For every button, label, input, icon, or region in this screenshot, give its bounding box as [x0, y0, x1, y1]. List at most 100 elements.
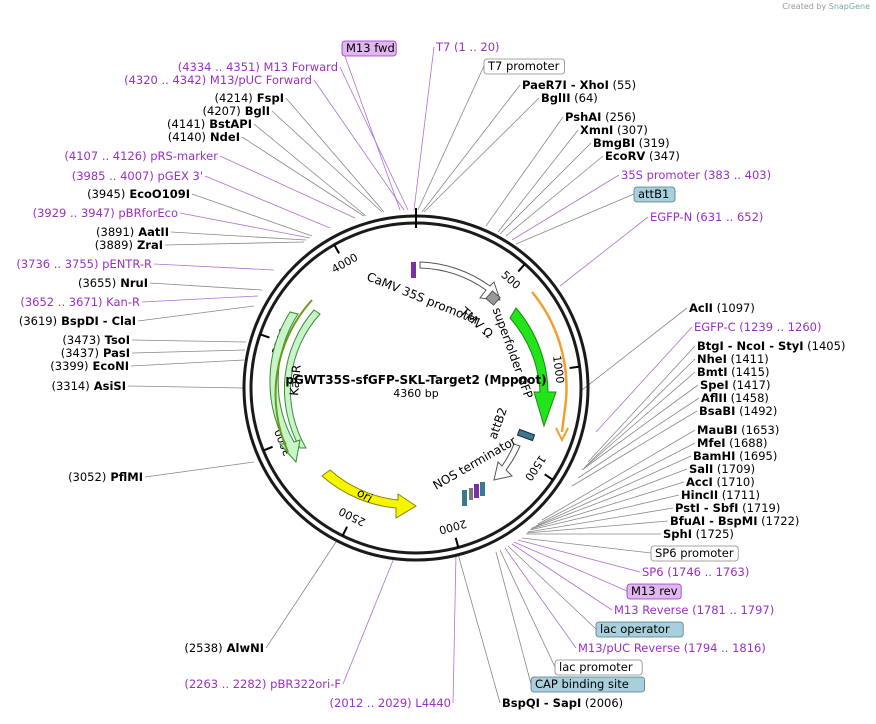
snapgene-credit: Created by SnapGene	[782, 2, 870, 11]
label-tsoi[interactable]: (3473) TsoI	[62, 333, 130, 347]
label-psti[interactable]: PstI - SbfI (1719)	[675, 501, 780, 515]
site-text: SpeI (1417)	[700, 378, 771, 392]
label-acli[interactable]: AclI (1097)	[689, 301, 755, 315]
label-bstapi[interactable]: (4141) BstAPI	[167, 117, 252, 131]
site-part: (3655)	[78, 276, 116, 290]
tick-label: 4000	[329, 251, 360, 276]
label-hincii[interactable]: HincII (1711)	[681, 488, 760, 502]
tick-label: 2500	[337, 504, 368, 528]
label-acci[interactable]: AccI (1710)	[686, 475, 755, 489]
label-attb1[interactable]: attB1	[633, 186, 676, 203]
label-t7prom[interactable]: T7 promoter	[483, 58, 565, 75]
site-text: (4214) FspI	[215, 91, 284, 105]
site-part: BfuAI	[670, 514, 705, 528]
label-ori: ori	[355, 485, 376, 505]
label-p35s[interactable]: 35S promoter (383 .. 403)	[621, 168, 771, 182]
label-bsabi[interactable]: BsaBI (1492)	[699, 404, 777, 418]
feature-attb2[interactable]	[516, 428, 536, 442]
label-xmni[interactable]: XmnI (307)	[580, 123, 648, 137]
site-part: (3399)	[50, 359, 88, 373]
label-m13fwd[interactable]: M13 fwd	[341, 40, 397, 57]
label-sali[interactable]: SalI (1709)	[689, 462, 755, 476]
label-bspqi[interactable]: BspQI - SapI (2006)	[502, 696, 623, 710]
label-bmti[interactable]: BmtI (1415)	[697, 365, 769, 379]
feature-kanr[interactable]	[269, 299, 321, 464]
label-nrui[interactable]: (3655) NruI	[78, 276, 148, 290]
label-btgi[interactable]: BtgI - NcoI - StyI (1405)	[697, 339, 845, 353]
label-aflii[interactable]: AflII (1458)	[701, 391, 769, 405]
label-ecorv[interactable]: EcoRV (347)	[605, 149, 680, 163]
label-m13pucrev[interactable]: M13/pUC Reverse (1794 .. 1816)	[578, 641, 766, 655]
label-lacprom[interactable]: lac promoter	[554, 659, 643, 676]
site-text: NheI (1411)	[697, 352, 769, 366]
label-maubi[interactable]: MauBI (1653)	[697, 423, 779, 437]
label-box	[483, 58, 565, 75]
feature-egfp-arc	[531, 291, 569, 443]
primer-part: (3929 .. 3947)	[33, 206, 115, 220]
label-bglii[interactable]: BglII (64)	[541, 91, 598, 105]
label-fspi[interactable]: (4214) FspI	[215, 91, 284, 105]
label-pbr322[interactable]: (2263 .. 2282) pBR322ori-F	[184, 677, 341, 691]
label-alwni[interactable]: (2538) AlwNI	[184, 641, 264, 655]
label-mfei[interactable]: MfeI (1688)	[697, 436, 767, 450]
label-l4440[interactable]: (2012 .. 2029) L4440	[330, 696, 451, 710]
label-aatii[interactable]: (3891) AatII	[96, 225, 169, 239]
site-part: (3889)	[95, 238, 133, 252]
site-part: (1653)	[737, 423, 779, 437]
label-sp6prom[interactable]: SP6 promoter	[650, 545, 739, 562]
label-econi[interactable]: (3399) EcoNI	[50, 359, 129, 373]
feature-superfolder-gfp[interactable]	[509, 307, 557, 428]
label-bfuai[interactable]: BfuAI - BspMI (1722)	[670, 514, 799, 528]
tick-500	[517, 263, 526, 273]
label-eco109[interactable]: (3945) EcoO109I	[87, 187, 190, 201]
label-nhei[interactable]: NheI (1411)	[697, 352, 769, 366]
label-pshai[interactable]: PshAI (256)	[565, 110, 636, 124]
label-zrai[interactable]: (3889) ZraI	[95, 238, 163, 252]
primer-text: EGFP-N (631 .. 652)	[650, 210, 763, 224]
label-pbrfor[interactable]: (3929 .. 3947) pBRforEco	[33, 206, 178, 220]
label-sp6[interactable]: SP6 (1746 .. 1763)	[642, 565, 749, 579]
label-m13reverse[interactable]: M13 Reverse (1781 .. 1797)	[614, 603, 774, 617]
site-part: PaeR7I	[522, 78, 567, 92]
label-pasi[interactable]: (3437) PasI	[61, 346, 130, 360]
site-part: (1405)	[804, 339, 846, 353]
label-spei[interactable]: SpeI (1417)	[700, 378, 771, 392]
box-text: M13 rev	[631, 584, 678, 598]
label-t7[interactable]: T7 (1 .. 20)	[435, 40, 500, 54]
site-part: (3314)	[51, 379, 89, 393]
label-kanr[interactable]: (3652 .. 3671) Kan-R	[20, 295, 140, 309]
feature-ori[interactable]	[321, 469, 417, 519]
label-egfpn[interactable]: EGFP-N (631 .. 652)	[650, 210, 763, 224]
label-prs[interactable]: (4107 .. 4126) pRS-marker	[64, 149, 218, 163]
credit-prefix: Created by	[782, 2, 827, 11]
label-cap[interactable]: CAP binding site	[530, 676, 645, 693]
label-m13rev[interactable]: M13 rev	[626, 583, 682, 600]
site-part: EcoRV	[605, 149, 645, 163]
label-paer7i[interactable]: PaeR7I - XhoI (55)	[522, 78, 636, 92]
label-pgex[interactable]: (3985 .. 4007) pGEX 3'	[72, 169, 203, 183]
label-egfpc[interactable]: EGFP-C (1239 .. 1260)	[694, 320, 821, 334]
label-m13fwd2[interactable]: (4334 .. 4351) M13 Forward	[178, 60, 338, 74]
tick-1000	[569, 365, 580, 369]
label-pentr[interactable]: (3736 .. 3755) pENTR-R	[16, 257, 152, 271]
site-text: AccI (1710)	[686, 475, 755, 489]
primer-part: Kan-R	[103, 295, 140, 309]
label-bgli[interactable]: (4207) BglI	[203, 104, 270, 118]
feature-nos-terminator[interactable]	[493, 443, 521, 481]
label-ndei[interactable]: (4140) NdeI	[168, 130, 240, 144]
site-part: AclI	[689, 301, 713, 315]
feature-tmv-omega[interactable]	[485, 290, 501, 306]
label-m13puc[interactable]: (4320 .. 4342) M13/pUC Forward	[124, 73, 312, 87]
box-text: attB1	[638, 187, 669, 201]
label-pflmi[interactable]: (3052) PflMI	[68, 470, 143, 484]
label-lacop[interactable]: lac operator	[595, 621, 684, 638]
primer-part: (4320 .. 4342)	[124, 73, 206, 87]
label-asisi[interactable]: (3314) AsiSI	[51, 379, 126, 393]
label-sphi[interactable]: SphI (1725)	[663, 527, 734, 541]
label-bmgbi[interactable]: BmgBI (319)	[593, 136, 670, 150]
site-part: (347)	[645, 149, 680, 163]
site-text: PstI - SbfI (1719)	[675, 501, 780, 515]
label-bamhi[interactable]: BamHI (1695)	[693, 449, 777, 463]
label-box	[633, 186, 676, 203]
label-bspdi[interactable]: (3619) BspDI - ClaI	[19, 314, 136, 328]
